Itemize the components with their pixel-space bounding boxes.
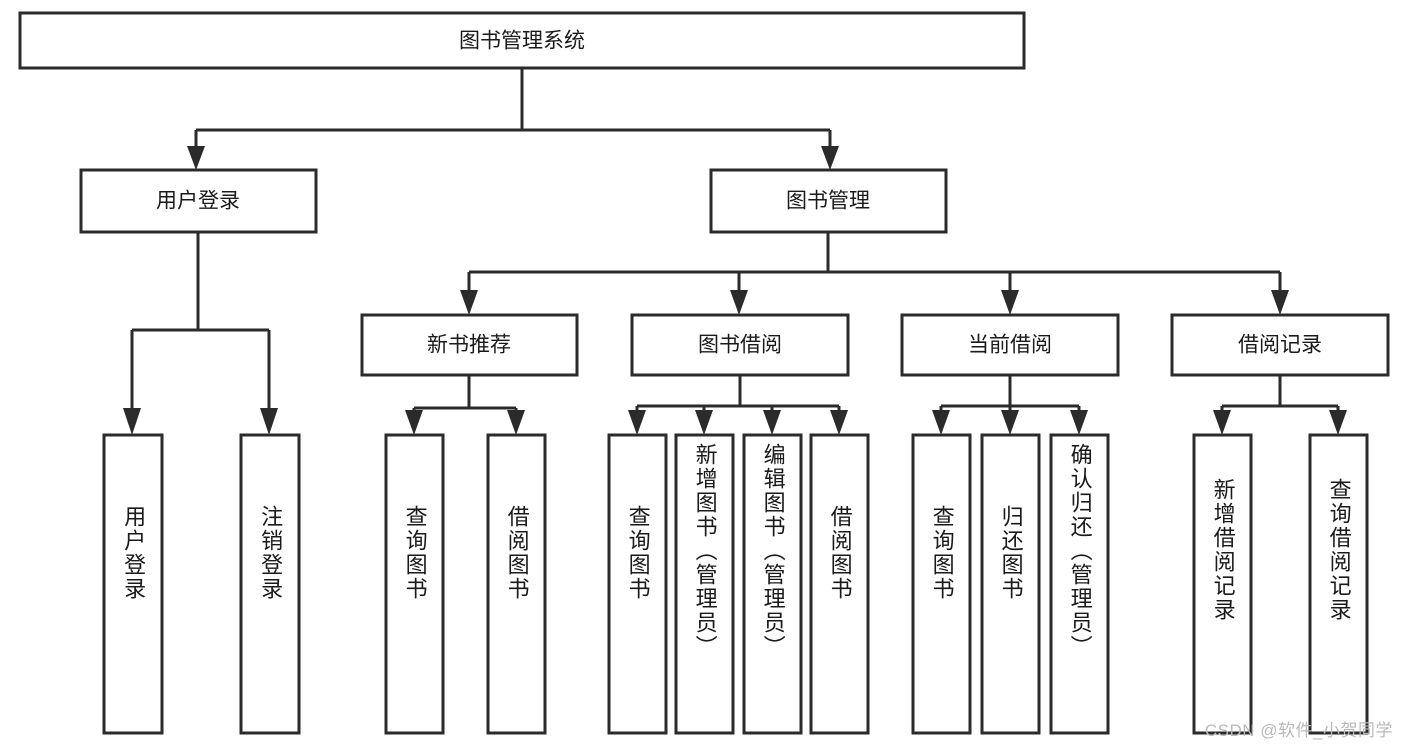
root-box[interactable] [18, 11, 1026, 70]
arrow-head-icon [830, 410, 848, 435]
leaf-box-return-book[interactable] [980, 433, 1041, 735]
connector-new-book-recommend-to-leaves [405, 375, 525, 435]
leaf-box-logout-login[interactable] [239, 433, 301, 735]
arrow-head-icon [628, 410, 646, 435]
arrow-head-icon [1070, 410, 1088, 435]
arrow-head-icon [460, 290, 478, 315]
arrow-head-icon [1001, 410, 1019, 435]
arrow-head-icon [1271, 290, 1289, 315]
user-login-label: 用户登录 [156, 190, 240, 213]
book-borrow-label: 图书借阅 [698, 334, 782, 357]
arrow-head-icon [507, 410, 525, 435]
new-book-recommend-box[interactable] [360, 313, 579, 377]
leaf-box-query-book-3[interactable] [911, 433, 972, 735]
arrow-head-icon [405, 410, 423, 435]
borrow-record-label: 借阅记录 [1238, 334, 1322, 357]
leaf-box-confirm-return-admin[interactable] [1049, 433, 1110, 735]
connector-borrow-record-to-leaves [1213, 375, 1347, 435]
leaf-box-add-borrow-record[interactable] [1192, 433, 1253, 735]
node-book-manage[interactable]: 图书管理 [709, 168, 948, 234]
leaf-box-borrow-book-1[interactable] [486, 433, 547, 735]
arrow-head-icon [763, 410, 781, 435]
node-book-borrow[interactable]: 图书借阅 [630, 313, 850, 377]
new-book-recommend-label: 新书推荐 [427, 334, 511, 357]
leaf-box-user-login[interactable] [102, 433, 164, 735]
arrow-head-icon [1001, 290, 1019, 315]
connector-book-borrow-to-leaves [628, 375, 848, 435]
node-new-book-recommend[interactable]: 新书推荐 [360, 313, 579, 377]
current-borrow-label: 当前借阅 [968, 334, 1052, 357]
leaf-box-add-book-admin[interactable] [674, 433, 735, 735]
connector-user-login-to-leaves [123, 232, 278, 435]
node-root[interactable]: 图书管理系统 [18, 11, 1026, 70]
arrow-head-icon [187, 146, 205, 170]
book-manage-label: 图书管理 [786, 190, 870, 213]
arrow-head-icon [123, 408, 141, 435]
csdn-watermark: CSDN @软件_小贺同学 [1204, 721, 1393, 740]
arrow-head-icon [932, 410, 950, 435]
arrow-head-icon [1213, 410, 1231, 435]
leaf-box-borrow-book-2[interactable] [809, 433, 870, 735]
node-borrow-record[interactable]: 借阅记录 [1170, 313, 1390, 377]
arrow-head-icon [1329, 410, 1347, 435]
arrow-head-icon [730, 290, 748, 315]
leaf-box-edit-book-admin[interactable] [742, 433, 803, 735]
node-user-login[interactable]: 用户登录 [79, 168, 318, 234]
arrow-head-icon [260, 408, 278, 435]
leaf-box-query-borrow-record[interactable] [1308, 433, 1369, 735]
connector-book-manage-to-level3 [460, 232, 1289, 315]
root-label: 图书管理系统 [459, 30, 585, 53]
arrow-head-icon [821, 146, 839, 170]
connector-root-to-level2 [187, 68, 839, 170]
current-borrow-box[interactable] [900, 313, 1120, 377]
node-current-borrow[interactable]: 当前借阅 [900, 313, 1120, 377]
user-login-box[interactable] [79, 168, 318, 234]
leaf-box-query-book-1[interactable] [384, 433, 445, 735]
connector-current-borrow-to-leaves [932, 375, 1088, 435]
leaf-box-query-book-2[interactable] [607, 433, 668, 735]
arrow-head-icon [695, 410, 713, 435]
